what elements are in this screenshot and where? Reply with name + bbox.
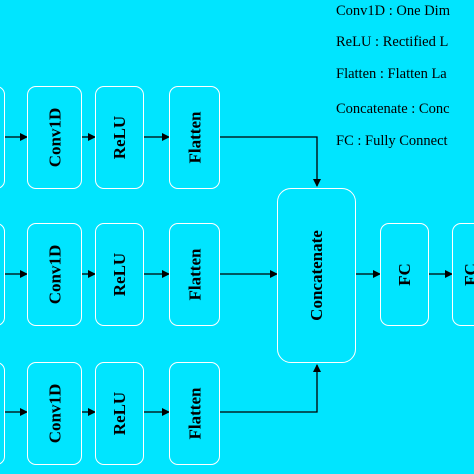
- legend-relu: ReLU : Rectified L: [336, 34, 449, 50]
- relu-label: ReLU: [109, 391, 129, 436]
- conv1d-label: Conv1D: [45, 383, 65, 444]
- relu-block-row1: ReLU: [95, 86, 144, 189]
- flatten-label: Flatten: [185, 111, 204, 164]
- flatten-label: Flatten: [185, 248, 204, 301]
- conv1d-label: Conv1D: [45, 107, 65, 168]
- fc-block-partial: FC: [452, 223, 474, 326]
- concatenate-block: Concatenate: [277, 188, 356, 363]
- fc-block: FC: [380, 223, 429, 326]
- fc-label: FC: [394, 263, 414, 286]
- relu-label: ReLU: [109, 252, 129, 297]
- arrow-flatten-to-concatenate-row1: [220, 136, 321, 187]
- flatten-block-row3: Flatten: [169, 362, 220, 465]
- legend-concatenate: Concatenate : Conc: [336, 101, 450, 117]
- concatenate-label: Concatenate: [307, 230, 326, 321]
- relu-block-row3: ReLU: [95, 362, 144, 465]
- arrow-flatten-to-concatenate-row3: [220, 364, 321, 413]
- fc-partial-label: FC: [460, 263, 474, 286]
- input-block-row3: [0, 362, 5, 465]
- relu-block-row2: ReLU: [95, 223, 144, 326]
- relu-label: ReLU: [109, 115, 129, 160]
- legend-fc: FC : Fully Connect: [336, 133, 448, 149]
- legend-conv1d: Conv1D : One Dim: [336, 3, 450, 19]
- flatten-block-row1: Flatten: [169, 86, 220, 189]
- flatten-block-row2: Flatten: [169, 223, 220, 326]
- conv1d-block-row2: Conv1D: [27, 223, 82, 326]
- conv1d-block-row3: Conv1D: [27, 362, 82, 465]
- conv1d-label: Conv1D: [45, 244, 65, 305]
- conv1d-block-row1: Conv1D: [27, 86, 82, 189]
- input-block-row1: [0, 86, 5, 189]
- legend-flatten: Flatten : Flatten La: [336, 66, 447, 82]
- flatten-label: Flatten: [185, 387, 204, 440]
- input-block-row2: [0, 223, 5, 326]
